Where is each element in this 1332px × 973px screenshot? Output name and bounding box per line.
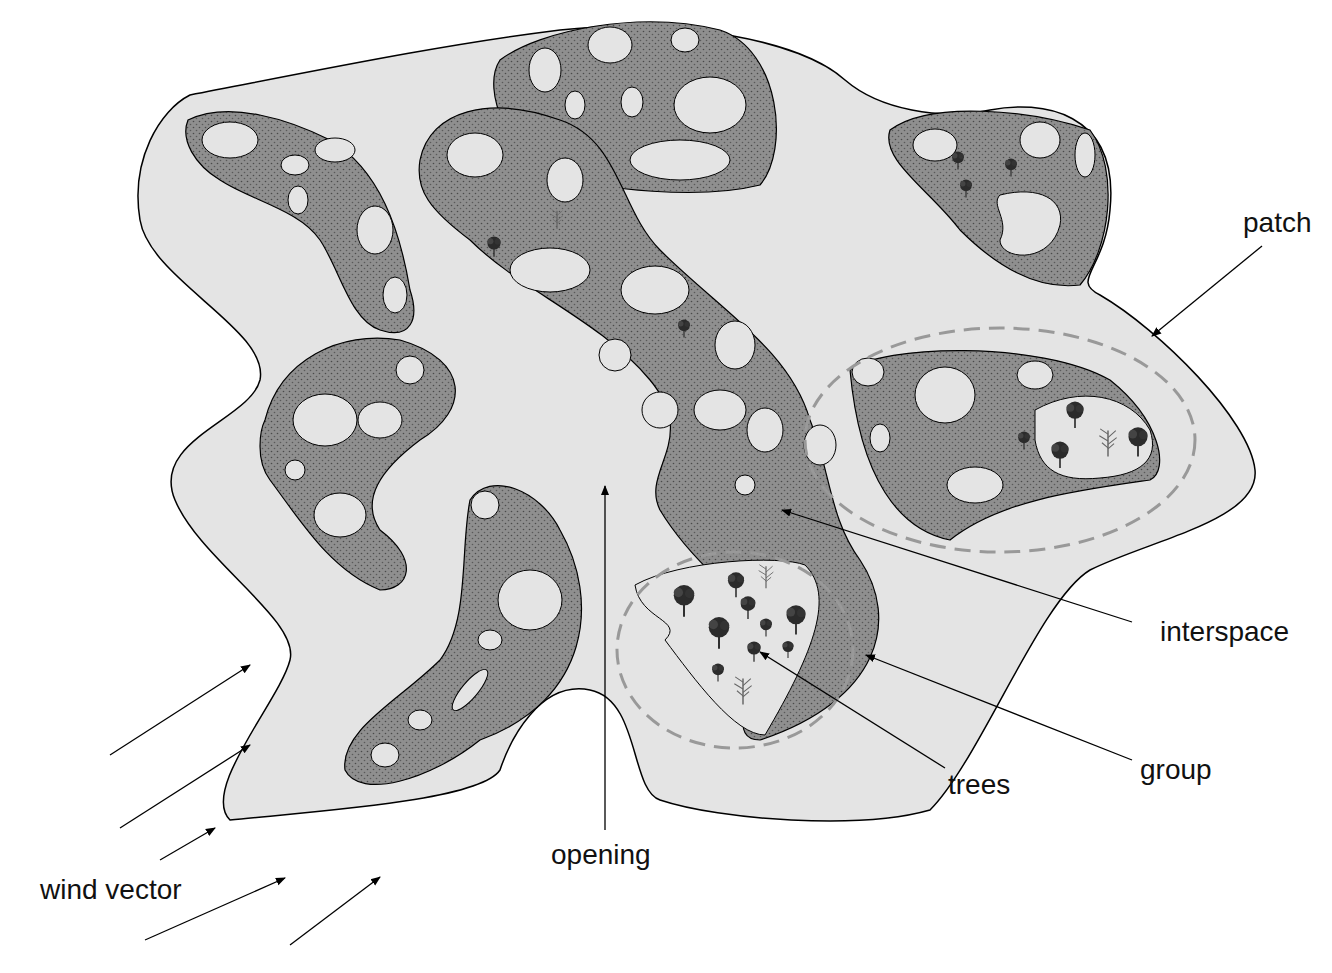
callout-label: interspace xyxy=(1160,617,1289,648)
callout-label: opening xyxy=(551,840,651,871)
callout-label: wind vector xyxy=(40,875,182,906)
callout-label: trees xyxy=(948,770,1010,801)
callout-label: group xyxy=(1140,755,1212,786)
callout-label: patch xyxy=(1243,208,1312,239)
